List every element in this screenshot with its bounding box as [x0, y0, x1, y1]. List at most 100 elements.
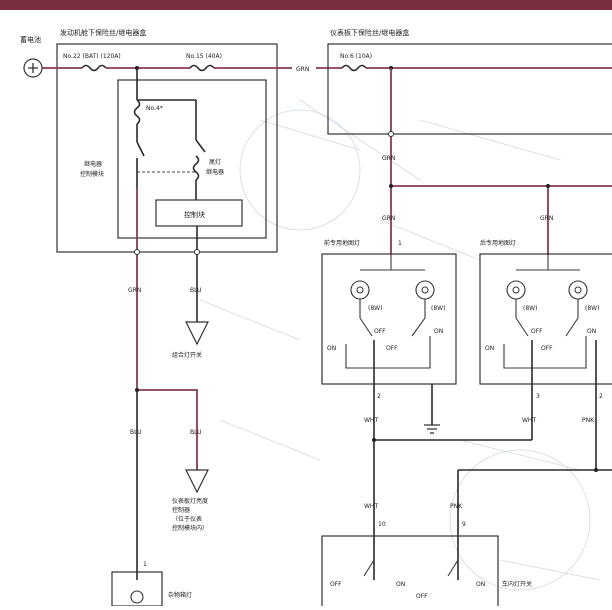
connector-blu [194, 249, 200, 255]
wire-pnk-label-ceiling: PNK [450, 503, 463, 510]
relay-no4-label: No.4* [146, 105, 163, 112]
wire-blu-label-combo: BLU [190, 287, 202, 294]
rear-switch-left [515, 299, 529, 337]
front-right-on: ON [434, 328, 443, 335]
front-pin-1: 1 [398, 240, 402, 247]
dimmer-arrow-icon [185, 469, 209, 494]
front-lamp-left-filament [356, 286, 364, 294]
wire-wht-label-rear: WHT [522, 417, 536, 424]
front-lamp-right-icon [415, 280, 435, 300]
ceiling-right-off: OFF [416, 593, 428, 600]
dimmer-line1: 仪表板灯亮度 [172, 497, 208, 505]
front-lamp-left-icon [350, 280, 370, 300]
rear-lamp-left-icon [506, 280, 526, 300]
front-right-off: OFF [386, 345, 398, 352]
relay-ctrl-line2: 控制模块 [80, 170, 104, 178]
battery-plus-icon [28, 63, 38, 73]
front-switch-left [359, 299, 373, 337]
wire-pnk-label-rear: PNK [582, 417, 595, 424]
node-grn-branch [389, 184, 393, 188]
rear-right-off: OFF [541, 345, 553, 352]
front-ground-loop [345, 336, 431, 369]
rear-lamp-right-icon [568, 280, 588, 300]
front-lamp-right-watt: (8W) [431, 305, 445, 312]
rear-lamp-right-filament [574, 286, 582, 294]
wire-wht-label-ceiling: WHT [364, 503, 378, 510]
ceiling-left-off: OFF [330, 581, 342, 588]
engine-fuse-box [56, 43, 278, 253]
relay-ctrl-line1: 继电器 [84, 160, 102, 168]
control-unit-label: 控制块 [184, 210, 205, 219]
engine-box-title: 发动机舱下保险丝/继电器盒 [60, 28, 146, 37]
hl-relay-label-2: 继电器 [206, 168, 224, 176]
rear-lamp-right-watt: (8W) [585, 305, 599, 312]
rear-right-on: ON [587, 328, 596, 335]
ceiling-pin-9: 9 [462, 521, 466, 528]
relay-ctrl-module-label: 继电器 控制模块 [80, 160, 104, 178]
front-map-light-label: 前专用地图灯 [324, 239, 360, 247]
rear-map-light-label: 后专用地图灯 [480, 239, 516, 247]
ceiling-pin-10: 10 [378, 521, 386, 528]
glovebox-pin-1: 1 [143, 561, 147, 568]
hl-relay-contact [195, 139, 206, 153]
wire-blu-label-dimmer: BLU [190, 429, 202, 436]
front-lamp-right-filament [421, 286, 429, 294]
rear-left-on: ON [485, 345, 494, 352]
front-lamp-left-watt: (8W) [368, 305, 382, 312]
connector-dash-grn [388, 131, 394, 137]
wire-grn-label-left: GRN [128, 287, 141, 294]
battery-label: 蓄电池 [20, 35, 41, 44]
front-pin-2: 2 [377, 393, 381, 400]
front-map-light-box [321, 253, 457, 385]
background-ghost [199, 99, 601, 591]
dimmer-label: 仪表板灯亮度 控制器 （位于仪表 控制模块内） [172, 497, 210, 532]
combo-switch-arrow-icon [185, 321, 209, 346]
front-left-off: OFF [374, 328, 386, 335]
rear-pin-3: 3 [536, 393, 540, 400]
ceiling-switch-box [321, 535, 499, 610]
fuse-no15-label: No.15 (40A) [186, 53, 222, 60]
rear-map-light-box [479, 253, 612, 385]
node-grn-rear [546, 184, 550, 188]
fuse-no6-symbol [341, 64, 367, 72]
node-pnk-bus [594, 468, 598, 472]
fuse-no22-label: No.22 (BAT) (120A) [63, 53, 121, 60]
dimmer-line4: 控制模块内） [172, 524, 208, 532]
dimmer-line3: （位于仪表 [172, 515, 202, 523]
ceiling-left-on: ON [396, 581, 405, 588]
control-unit-box [155, 199, 243, 227]
ceiling-switch-right [447, 559, 459, 577]
ceiling-switch-label: 车内灯开关 [502, 580, 532, 588]
rear-left-off: OFF [531, 328, 543, 335]
combo-switch-label: 组合灯开关 [172, 351, 202, 359]
fuse-no22-symbol [81, 64, 107, 72]
relay-module-box [117, 79, 267, 239]
rear-switch-right [565, 299, 579, 337]
ceiling-right-on: ON [476, 581, 485, 588]
rear-pin-2: 2 [599, 393, 603, 400]
fuse-no6-label: No.6 (10A) [340, 53, 372, 60]
top-bar [0, 0, 612, 10]
front-left-on: ON [327, 345, 336, 352]
dash-box-title: 仪表板下保险丝/继电器盒 [330, 28, 409, 37]
relay4-coil [133, 99, 141, 125]
wire-grn-to-dimmer [137, 389, 198, 470]
wire-grn-label-dash: GRN [382, 155, 395, 162]
relay4-contact [136, 141, 145, 157]
connector-grn [134, 249, 140, 255]
front-switch-right [411, 299, 426, 337]
rear-lamp-left-filament [512, 286, 520, 294]
rear-lamp-left-watt: (8W) [523, 305, 537, 312]
wire-blu-label-left: BLU [130, 429, 142, 436]
hl-relay-label-1: 尾灯 [209, 158, 221, 166]
ground-icon [424, 424, 440, 434]
fuse-no15-symbol [189, 64, 215, 72]
wire-grn-label-front: GRN [382, 215, 395, 222]
dash-fuse-box [327, 43, 612, 135]
rear-ground-loop [503, 336, 587, 369]
glovebox-bulb-icon [130, 590, 144, 604]
wire-wht-label-front: WHT [364, 417, 378, 424]
hl-relay-coil [192, 155, 200, 181]
